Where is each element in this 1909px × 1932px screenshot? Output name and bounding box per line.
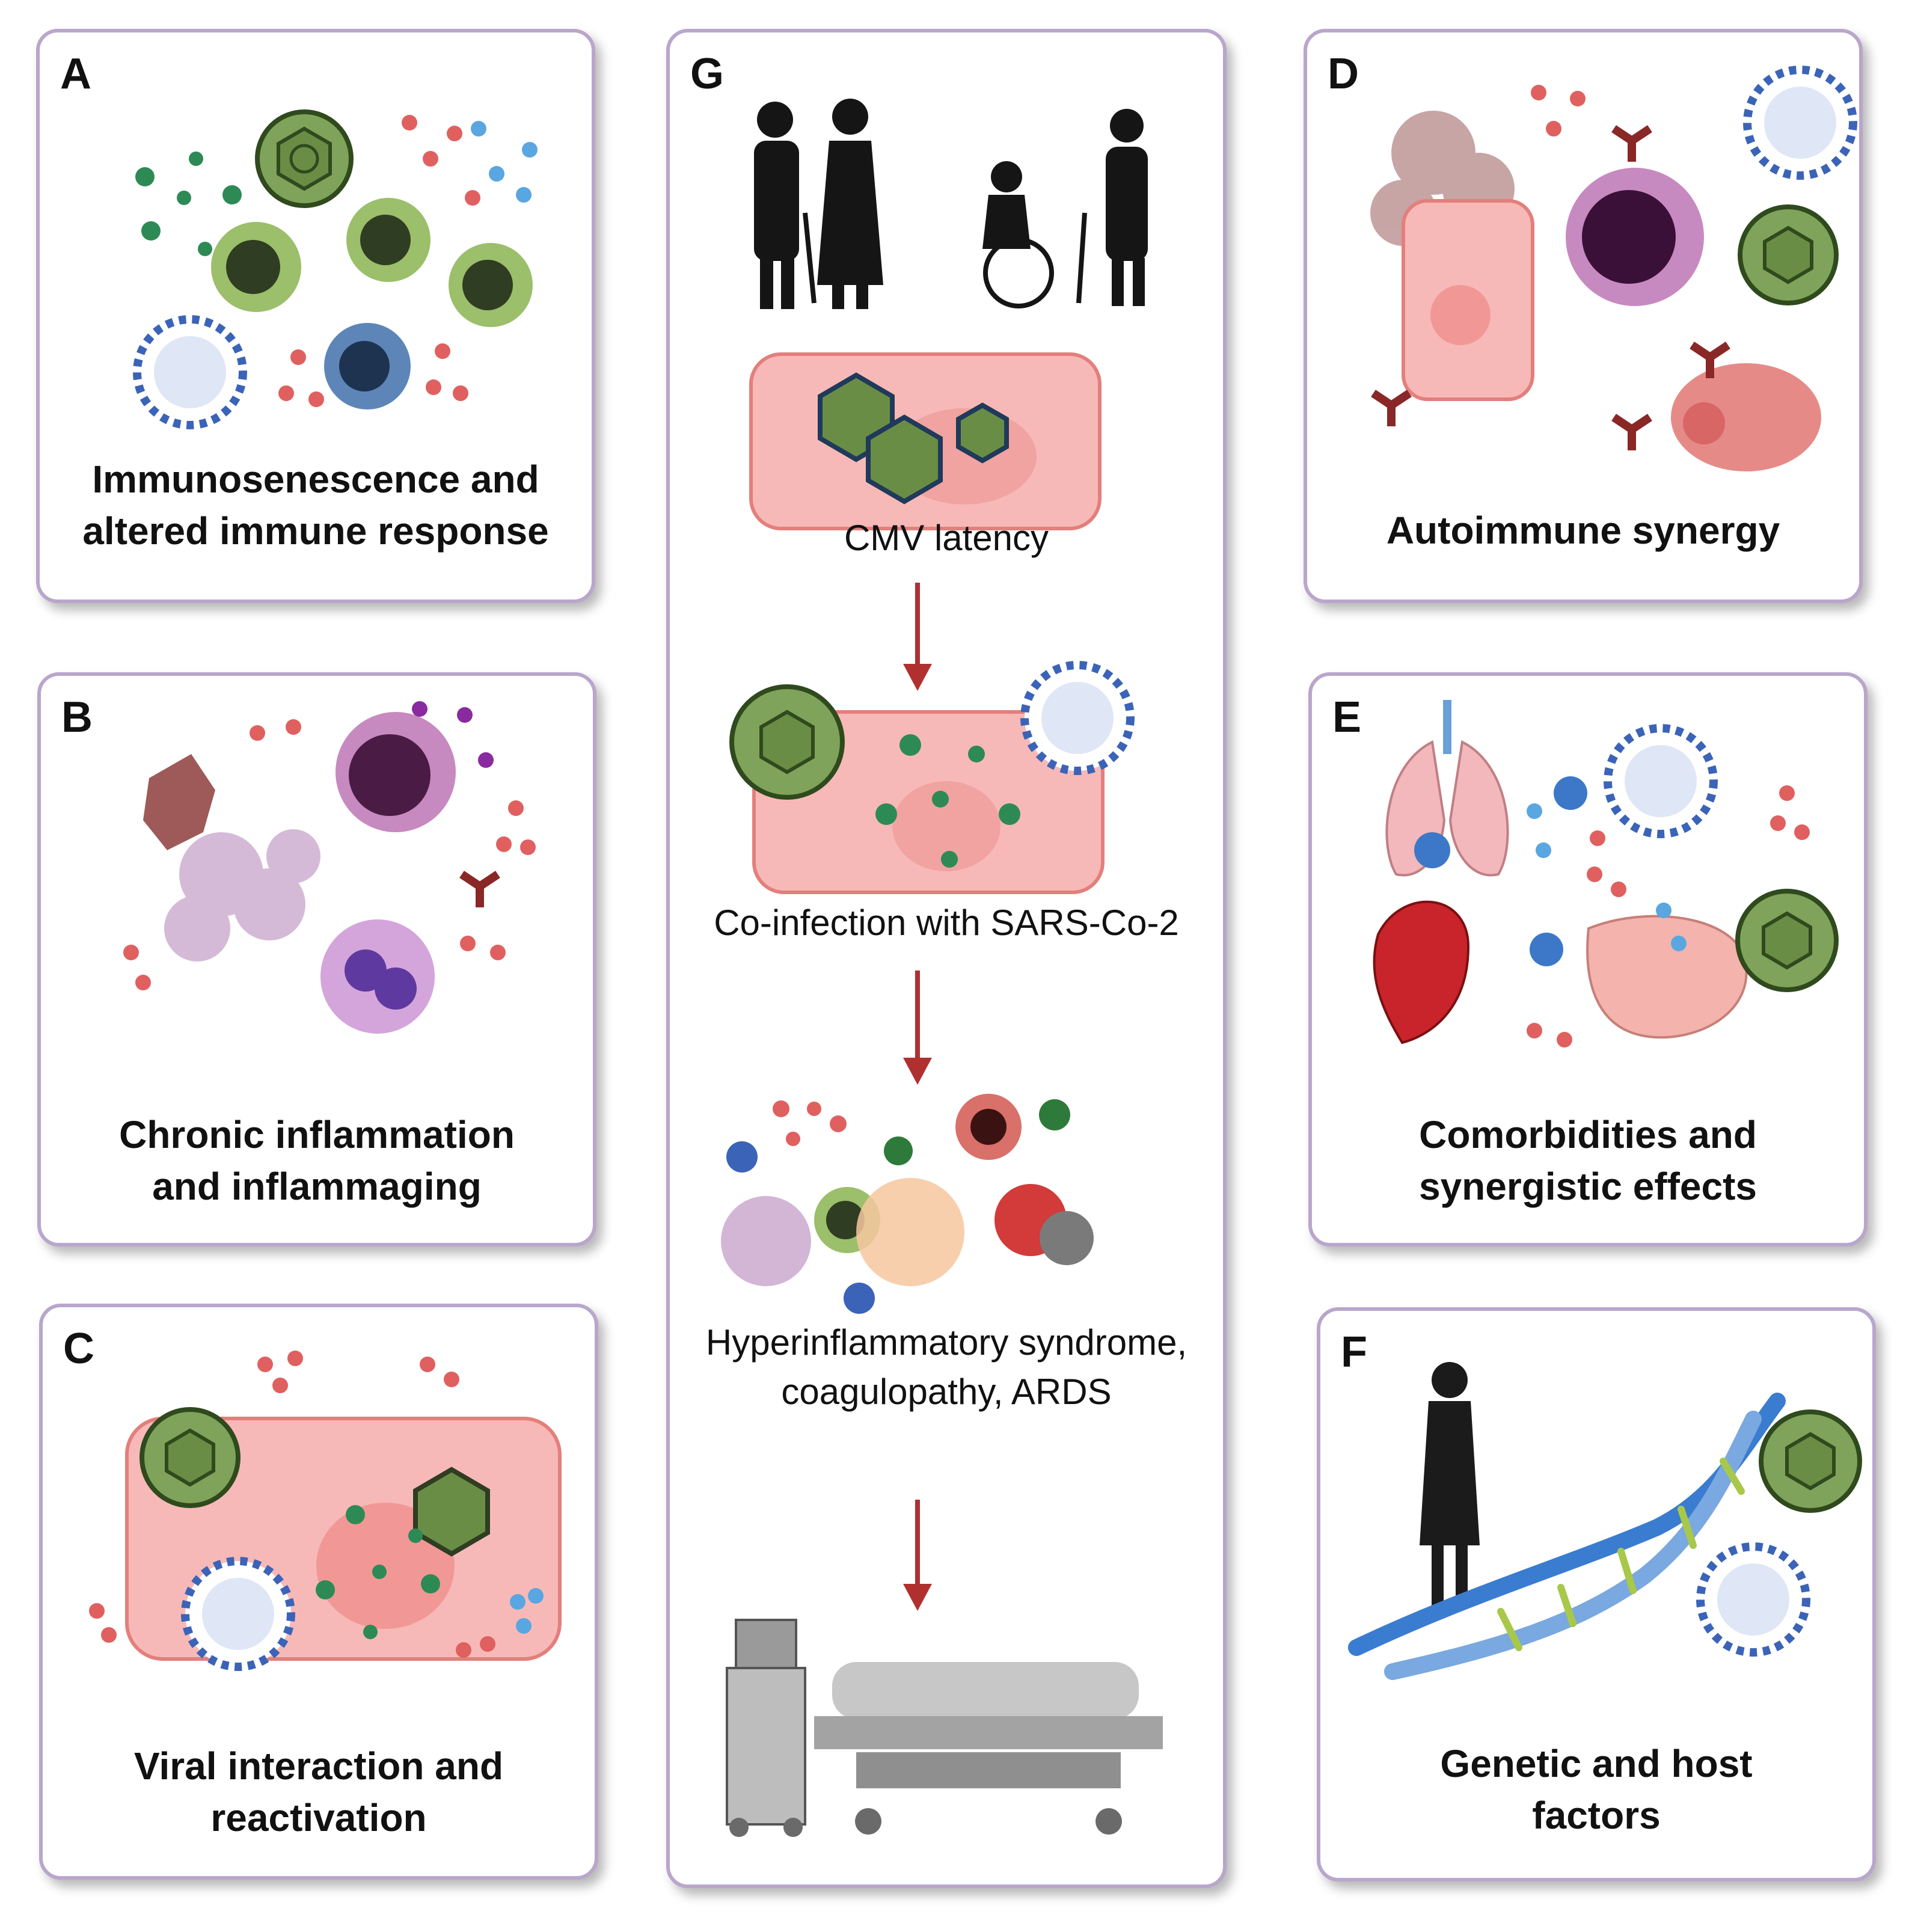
apoptotic-debris-icon xyxy=(164,829,320,961)
neutrophil-icon xyxy=(320,919,435,1034)
cytokine-dots-icon xyxy=(123,719,536,990)
lymphocyte-icon xyxy=(336,712,456,832)
progression-illustration xyxy=(721,99,1163,1837)
immune-cells-illustration xyxy=(133,109,538,429)
icu-bed-ventilator-icon xyxy=(726,1619,1163,1837)
down-arrow-icon xyxy=(903,583,932,691)
cmv-virion-icon xyxy=(255,109,354,208)
panel-title: Autoimmune synergy xyxy=(1386,509,1780,552)
panel-letter: F xyxy=(1341,1328,1367,1376)
coinfected-cell-icon xyxy=(729,661,1135,894)
cmv-capsid-icon xyxy=(413,1467,490,1557)
sars-cov-2-virion-icon xyxy=(1604,724,1718,838)
panel-g: G xyxy=(666,29,1227,1888)
virus-particle-icon xyxy=(135,152,242,256)
cytokine-dots-icon xyxy=(1527,785,1810,1047)
elderly-silhouette-icon xyxy=(1420,1362,1480,1608)
panel-letter: D xyxy=(1328,50,1359,98)
apoptotic-debris-icon xyxy=(1370,111,1515,246)
virus-particle-icon xyxy=(316,1505,440,1639)
sars-cov-2-virion-icon xyxy=(1743,66,1857,180)
antibody-icon xyxy=(459,871,500,907)
dna-helix-icon xyxy=(1348,1393,1786,1680)
step-label-coinfection: Co-infection with SARS-Co-2 xyxy=(714,903,1179,943)
cytokine-dots-icon xyxy=(1531,85,1586,136)
genetic-factors-illustration xyxy=(1348,1362,1862,1680)
host-cell-icon xyxy=(1402,199,1534,401)
down-arrow-icon xyxy=(903,971,932,1085)
chemokine-dots-icon xyxy=(471,121,538,203)
panel-title: Immunosenescence and altered immune resp… xyxy=(82,458,549,553)
step-label-latency: CMV latency xyxy=(844,518,1049,558)
panel-d: D xyxy=(1304,29,1863,603)
panel-f: F Genetic and host factors xyxy=(1317,1307,1876,1881)
sars-cov-2-virion-icon xyxy=(181,1557,295,1671)
sars-cov-2-virion-icon xyxy=(133,315,247,429)
panel-b: B Chronic inflammation and inflammaging xyxy=(37,672,596,1247)
chemokine-dots-icon xyxy=(412,701,494,768)
elderly-silhouettes-icon xyxy=(754,99,1148,309)
antibody-icon xyxy=(1371,125,1730,450)
cmv-virion-icon xyxy=(1738,204,1839,305)
chemokine-dots-icon xyxy=(1527,803,1687,951)
panel-letter: C xyxy=(63,1325,94,1373)
comorbidities-illustration xyxy=(1373,700,1839,1047)
inflammation-illustration xyxy=(123,701,536,1034)
lymphocyte-icon xyxy=(1566,168,1704,306)
panel-title: Genetic and host factors xyxy=(1440,1742,1753,1837)
step-label-hyperinflammation: Hyperinflammatory syndrome, coagulopathy… xyxy=(705,1322,1187,1412)
panel-a: A Immunosenesce xyxy=(36,29,595,603)
mitochondrion-icon xyxy=(1671,363,1821,471)
cmv-virion-icon xyxy=(1735,889,1839,992)
down-arrow-icon xyxy=(903,1500,932,1611)
panel-c: C Viral interaction and xyxy=(39,1304,598,1880)
latent-cell-icon xyxy=(749,352,1102,530)
autoimmune-illustration xyxy=(1370,66,1857,471)
panel-e: E Comorbi xyxy=(1308,672,1868,1247)
cytokine-dots-icon xyxy=(89,1351,495,1658)
heart-icon xyxy=(1373,900,1470,1044)
panel-title: Chronic inflammation and inflammaging xyxy=(119,1113,515,1208)
intestine-icon xyxy=(1586,915,1748,1039)
cytokine-dots-icon xyxy=(278,115,480,407)
hyperinflammation-cluster-icon xyxy=(721,1094,1094,1314)
dendritic-cell-icon xyxy=(143,754,215,850)
panel-title: Comorbidities and synergistic effects xyxy=(1418,1113,1757,1208)
panel-letter: A xyxy=(60,50,91,98)
cytokine-burst-icon xyxy=(1414,776,1587,966)
panel-title: Viral interaction and reactivation xyxy=(133,1744,504,1839)
t-cell-icon xyxy=(211,198,533,409)
cmv-virion-icon xyxy=(1759,1409,1862,1513)
chemokine-dots-icon xyxy=(510,1588,544,1634)
sars-cov-2-virion-icon xyxy=(1696,1542,1810,1657)
viral-interaction-illustration xyxy=(89,1351,562,1671)
panel-letter: G xyxy=(690,50,725,98)
cmv-virion-icon xyxy=(139,1407,241,1508)
panel-letter: B xyxy=(61,693,93,741)
panel-letter: E xyxy=(1332,693,1362,741)
